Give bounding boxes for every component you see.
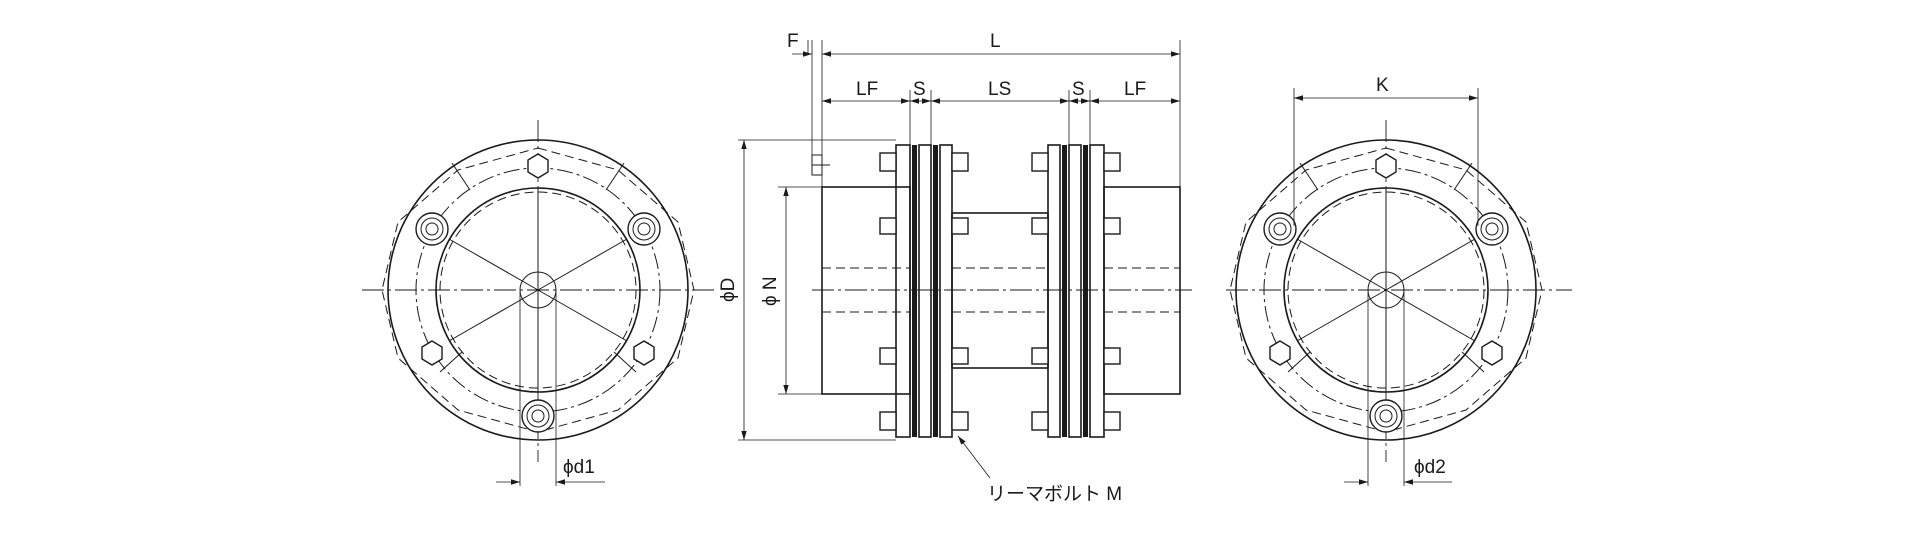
k-label: K <box>1376 75 1389 96</box>
phi-d-label: ϕD <box>718 278 739 302</box>
phi-d2-label: ϕd2 <box>1414 457 1446 478</box>
phi-n-label: ϕ N <box>760 276 781 306</box>
f-label: F <box>787 31 799 52</box>
s-left-label: S <box>913 79 926 100</box>
l-label: L <box>990 31 1001 52</box>
right-end-view <box>1226 88 1572 486</box>
phi-d1-label: ϕd1 <box>563 457 595 478</box>
left-end-view <box>362 120 715 486</box>
lf-right-label: LF <box>1124 79 1146 100</box>
reamer-bolt-label: リーマボルト M <box>987 483 1122 505</box>
s-right-label: S <box>1072 79 1085 100</box>
side-view <box>738 40 1192 479</box>
lf-left-label: LF <box>856 79 878 100</box>
ls-label: LS <box>988 79 1011 100</box>
